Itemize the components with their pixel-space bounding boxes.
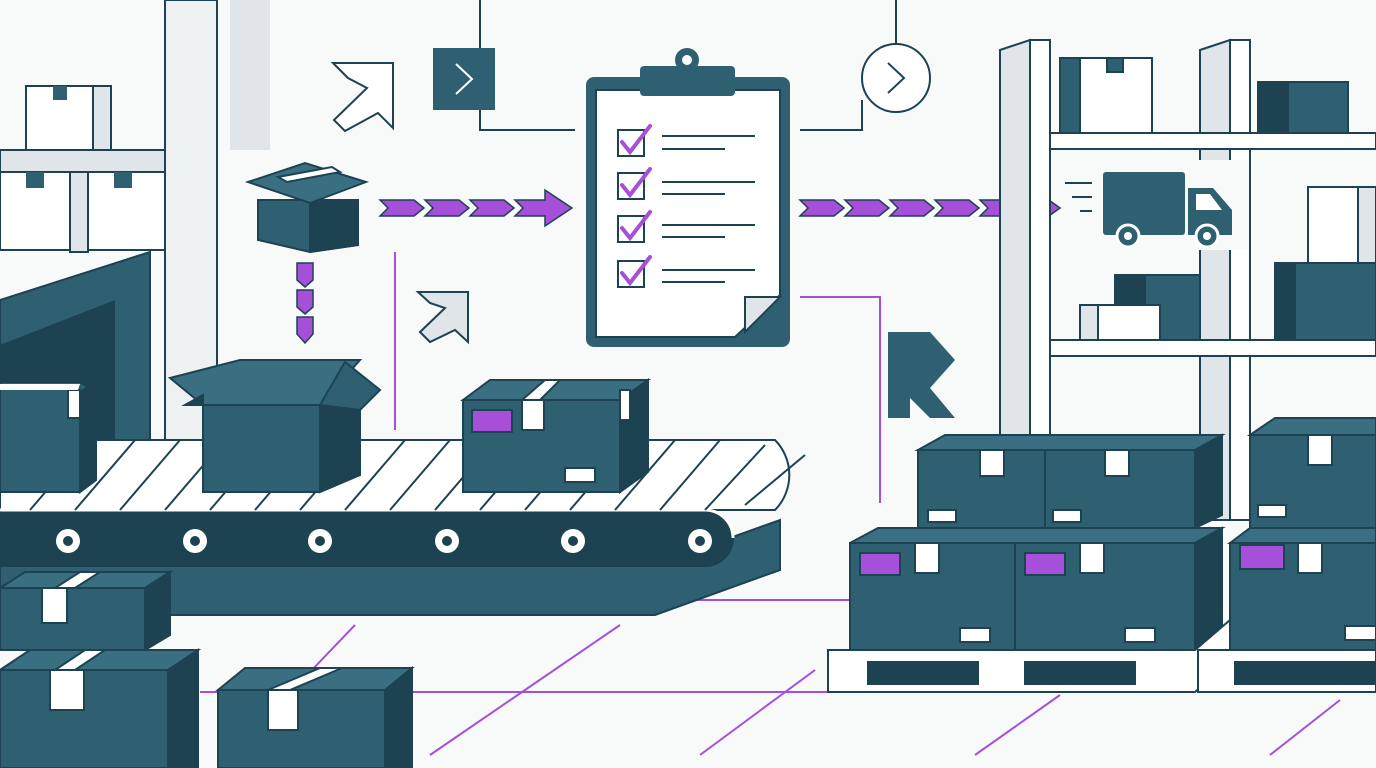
dashed-arrow-icon [296, 262, 314, 345]
conveyor-belt [0, 439, 806, 616]
checkmark-icon [620, 124, 652, 287]
connector-lines [479, 0, 897, 131]
right-shelving [999, 38, 1376, 521]
box [459, 378, 652, 494]
chevron-right-icon [887, 62, 906, 94]
package-icon [244, 161, 370, 254]
clipboard-checklist-icon [586, 48, 790, 347]
box-stack-left [0, 570, 415, 768]
next-circle-button[interactable] [861, 43, 931, 113]
chevron-right-icon [455, 63, 474, 95]
open-box [167, 359, 382, 494]
arrow-up-right-icon [330, 62, 394, 133]
left-shelf [0, 0, 270, 441]
pallet-stack-center [827, 433, 1231, 693]
arrow-up-right-icon [415, 291, 469, 345]
brand-mark [888, 332, 955, 418]
delivery-truck-icon [1065, 160, 1248, 250]
next-step-button[interactable] [433, 48, 495, 110]
box [0, 380, 97, 494]
dashed-arrow-icon [379, 188, 574, 228]
pallet-stack-right [1197, 417, 1376, 693]
